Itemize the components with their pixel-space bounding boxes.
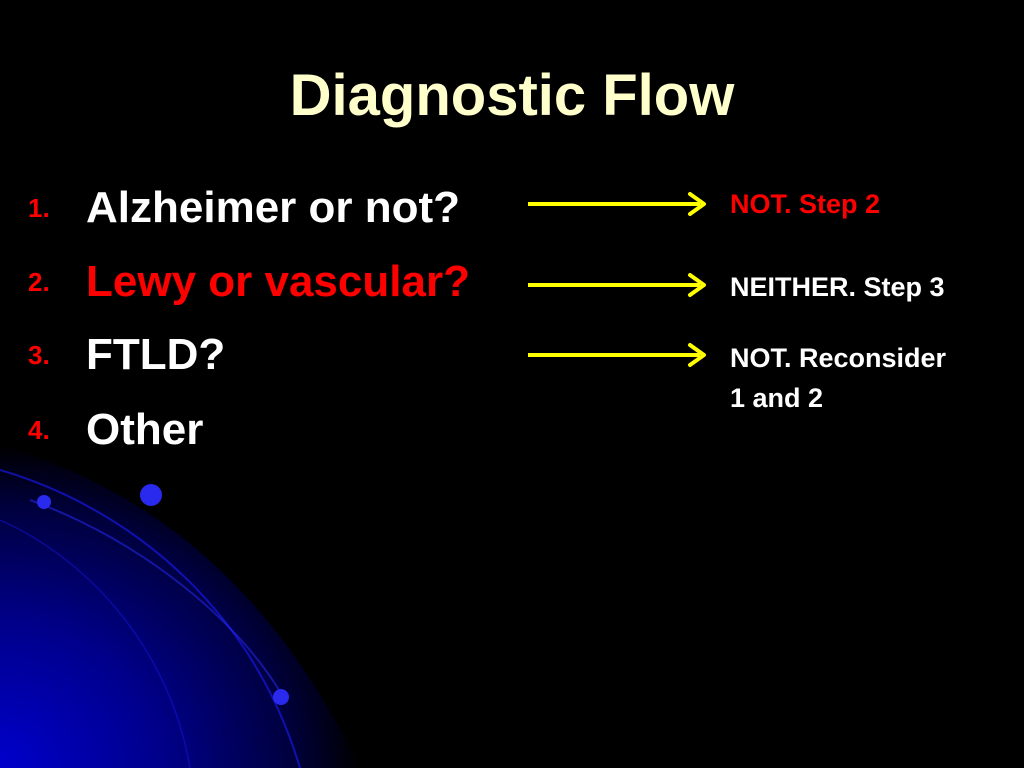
result-reconsider: NOT. Reconsider 1 and 2: [730, 338, 946, 418]
decor-arc-line: [0, 519, 191, 768]
result-reconsider-line-1: NOT. Reconsider: [730, 343, 947, 373]
list-item-text: Alzheimer or not?: [86, 183, 461, 232]
list-item-text: FTLD?: [86, 330, 226, 379]
arrow-right-icon: [528, 343, 706, 367]
list-item-text: Other: [86, 405, 204, 454]
result-step-3: NEITHER. Step 3: [730, 272, 945, 302]
slide-title: Diagnostic Flow: [289, 63, 735, 128]
list-number: 2.: [28, 267, 50, 297]
arrow-right-icon: [528, 273, 706, 297]
decor-arc-line: [29, 499, 286, 701]
result-reconsider-line-2: 1 and 2: [730, 383, 824, 413]
result-step-2: NOT. Step 2: [730, 189, 881, 219]
list-item-text-highlighted: Lewy or vascular?: [86, 257, 470, 306]
decor-dot: [273, 689, 289, 705]
list-number: 3.: [28, 340, 50, 370]
arrow-right-icon: [528, 192, 706, 216]
decor-dot: [37, 495, 51, 509]
list-number: 1.: [28, 193, 50, 223]
decor-dot: [140, 484, 162, 506]
decor-arc-line: [0, 469, 301, 768]
list-number: 4.: [28, 415, 50, 445]
decor-blue-swoosh: [0, 445, 360, 768]
